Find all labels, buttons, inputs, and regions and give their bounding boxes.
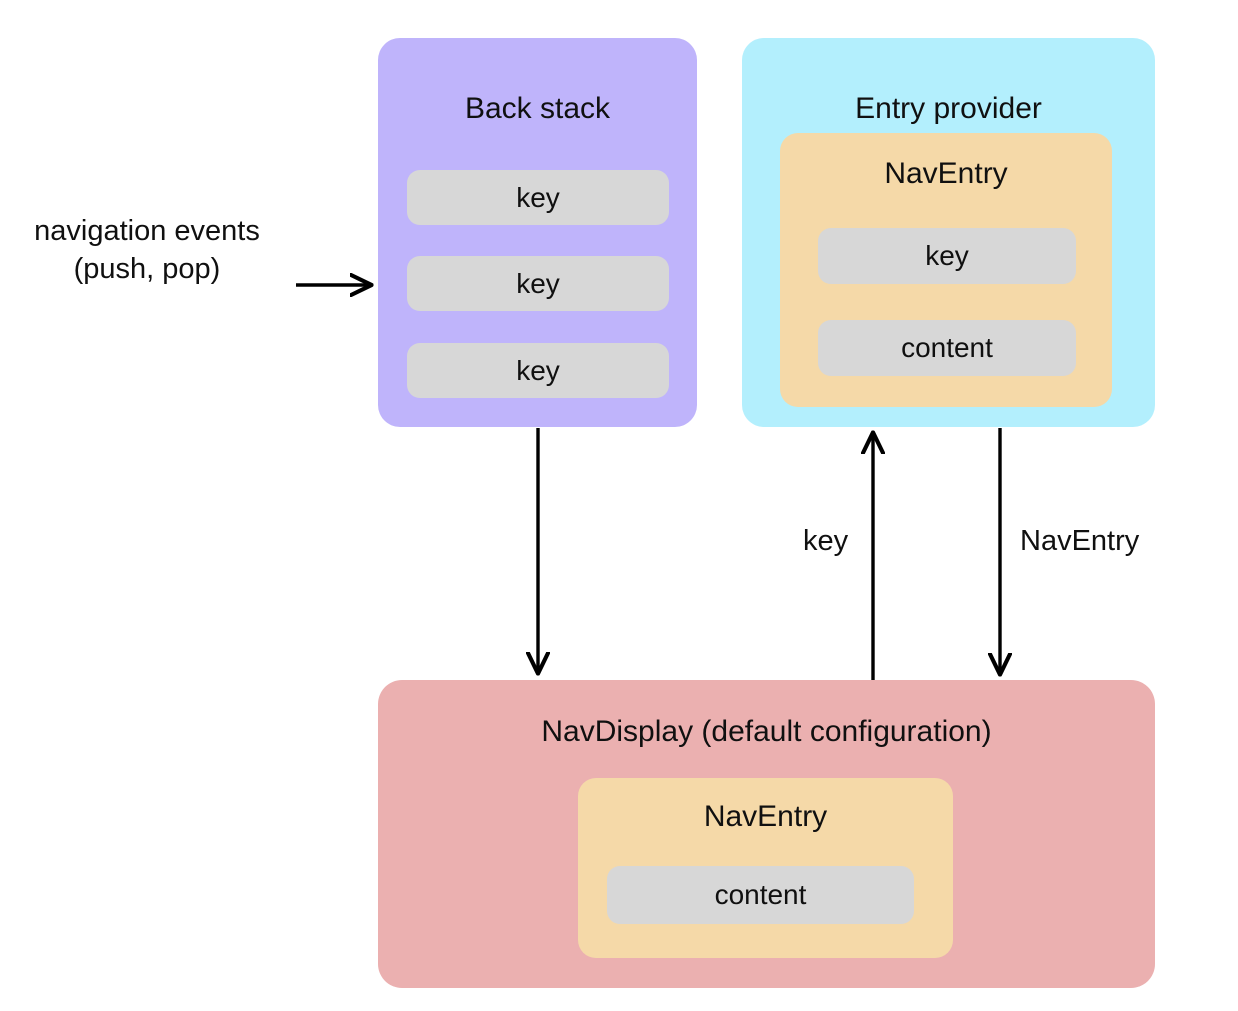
navigation-events-line-1: navigation events [34,215,260,247]
edge-label-naventry: NavEntry [1020,525,1140,557]
back-stack-key-chip: key [407,256,669,311]
nav-display-nav-entry-title: NavEntry [703,800,828,833]
entry-provider-title: Entry provider [855,92,1042,125]
back-stack-key-chip: key [407,170,669,225]
entry-provider-nav-entry-title: NavEntry [884,157,1008,190]
navigation-events-label: navigation events (push, pop) [8,212,286,289]
entry-provider-content-chip: content [818,320,1076,376]
back-stack-key-chip: key [407,343,669,398]
edge-label-key: key [803,525,849,557]
nav-display-content-chip: content [607,866,914,924]
entry-provider-key-chip: key [818,228,1076,284]
nav-display-title: NavDisplay (default configuration) [541,715,992,748]
navigation-events-line-2: (push, pop) [73,253,221,286]
back-stack-title: Back stack [464,92,611,125]
